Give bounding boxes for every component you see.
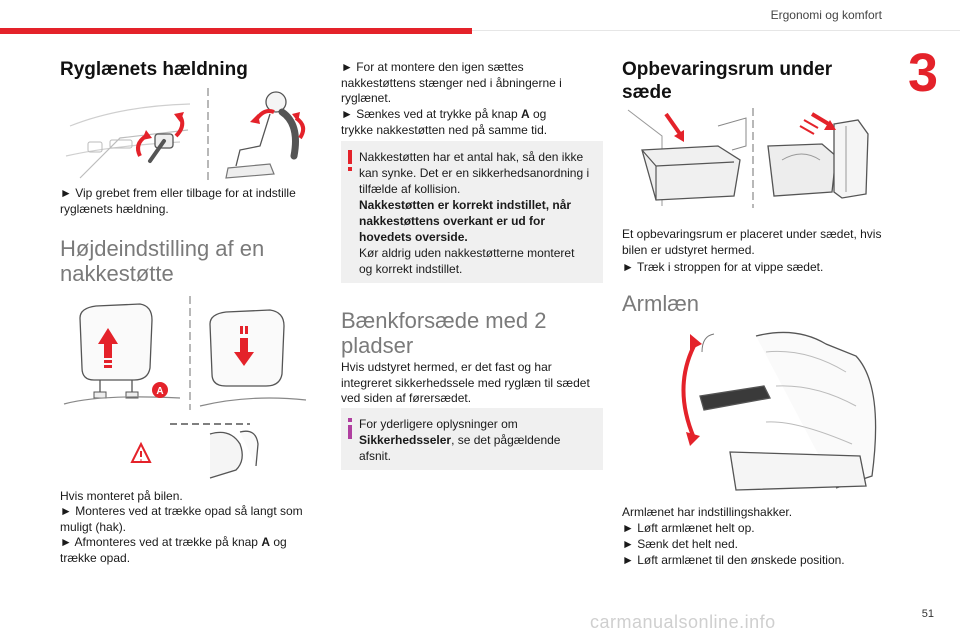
chapter-number: 3 bbox=[907, 43, 938, 103]
armrest-intro: Armlænet har indstillingshakker. bbox=[622, 505, 793, 519]
info-text-2: , se det pågældende afsnit. bbox=[359, 433, 561, 463]
warning-icon bbox=[348, 150, 352, 171]
refit-step-2-text: ► Sænkes ved at trykke på knap bbox=[341, 107, 521, 121]
heading-bench: Bænkforsæde med 2 pladser bbox=[341, 308, 547, 358]
headrest-adjust-illustration: A bbox=[63, 296, 307, 479]
refit-step-2: ► Sænkes ved at trykke på knap A og tryk… bbox=[341, 107, 581, 138]
headrest-illustration: A bbox=[60, 294, 310, 484]
armrest-step-3: ► Løft armlænet til den ønskede position… bbox=[622, 553, 845, 567]
page-number: 51 bbox=[921, 608, 934, 620]
heading-storage: Opbevaringsrum under sæde bbox=[622, 59, 833, 103]
info-box: For yderligere oplysninger om Sikkerheds… bbox=[341, 408, 603, 470]
headrest-step-remove: ► Afmonteres ved at trække på knap A og … bbox=[60, 535, 310, 566]
warning-text-bold: Nakkestøtten er korrekt indstillet, når … bbox=[359, 198, 572, 244]
heading-armrest: Armlæn bbox=[622, 291, 700, 316]
label-a: A bbox=[156, 386, 163, 397]
storage-step: ► Træk i stroppen for at vippe sædet. bbox=[622, 260, 824, 274]
info-text: For yderligere oplysninger om Sikkerheds… bbox=[359, 416, 591, 464]
armrest-step-1: ► Løft armlænet helt op. bbox=[622, 521, 755, 535]
info-link-seatbelts: Sikkerhedsseler bbox=[359, 433, 452, 447]
storage-text: Et opbevaringsrum er placeret under sæde… bbox=[622, 227, 882, 257]
recline-lever-illustration bbox=[65, 88, 306, 182]
warning-box: Nakkestøtten har et antal hak, så den ik… bbox=[341, 141, 603, 283]
header-accent-bar bbox=[0, 28, 472, 34]
info-icon bbox=[348, 418, 352, 439]
heading-headrest: Højdeindstilling af en nakkestøtte bbox=[60, 236, 265, 286]
armrest-adjust-illustration bbox=[681, 331, 877, 491]
headrest-step-remove-text: ► Afmonteres ved at trække på knap bbox=[60, 535, 262, 549]
button-a-ref: A bbox=[261, 535, 270, 549]
refit-step-1: ► For at montere den igen sættes nakkest… bbox=[341, 60, 562, 105]
heading-recline: Ryglænets hældning bbox=[60, 59, 248, 80]
button-a-ref-2: A bbox=[520, 107, 530, 121]
armrest-illustration bbox=[646, 326, 884, 492]
underseat-storage-illustration bbox=[627, 108, 869, 208]
headrest-intro: Hvis monteret på bilen. bbox=[60, 489, 183, 503]
storage-illustration bbox=[622, 106, 884, 210]
header-divider bbox=[472, 30, 960, 31]
headrest-step-fit: ► Monteres ved at trække opad så langt s… bbox=[60, 504, 303, 534]
bench-text: Hvis udstyret hermed, er det fast og har… bbox=[341, 360, 590, 405]
section-title: Ergonomi og komfort bbox=[770, 8, 882, 22]
armrest-step-2: ► Sænk det helt ned. bbox=[622, 537, 738, 551]
warning-text-1: Nakkestøtten har et antal hak, så den ik… bbox=[359, 150, 590, 196]
warning-text-2: Kør aldrig uden nakkestøtterne monteret … bbox=[359, 246, 575, 276]
recline-illustration bbox=[60, 86, 310, 184]
headrest-step-remove-tail: og trække opad. bbox=[60, 535, 287, 565]
info-text-1: For yderligere oplysninger om bbox=[359, 417, 518, 431]
recline-instruction: ► Vip grebet frem eller tilbage for at i… bbox=[60, 186, 296, 216]
refit-step-2-tail: og trykke nakkestøtten ned på samme tid. bbox=[341, 107, 548, 137]
watermark: carmanualsonline.info bbox=[590, 612, 776, 632]
warning-text: Nakkestøtten har et antal hak, så den ik… bbox=[359, 149, 591, 277]
